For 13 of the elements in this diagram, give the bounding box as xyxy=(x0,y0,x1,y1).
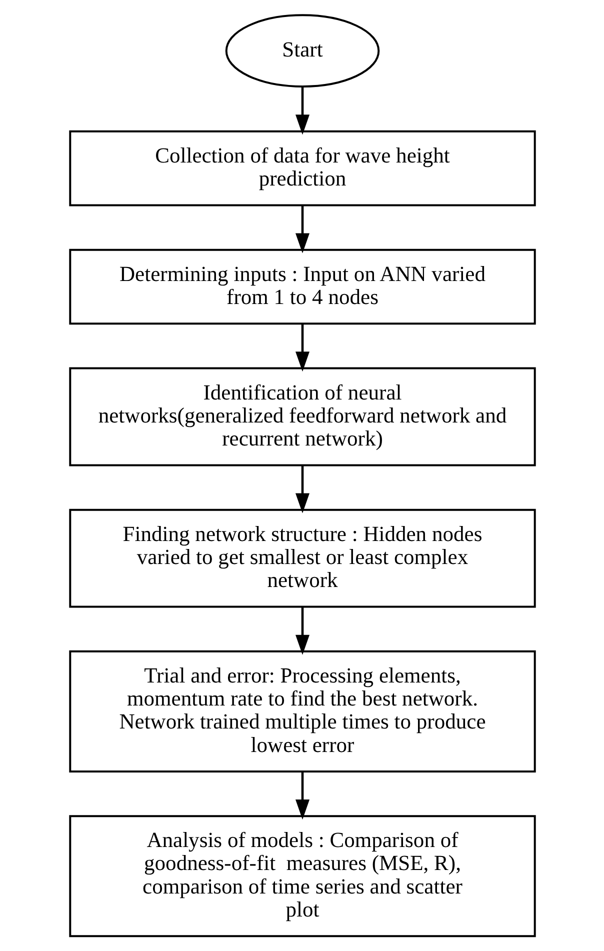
node-box: Finding network structure : Hidden nodes varied to get smallest or least complex network xyxy=(68,508,536,608)
arrow xyxy=(294,324,310,372)
arrow xyxy=(294,466,310,514)
node-box: Identification of neural networks(generalized feedforward network and recurrent network) xyxy=(68,367,536,466)
node-box: Collection of data for wave height prediction xyxy=(68,130,536,206)
arrow xyxy=(294,772,310,820)
arrow xyxy=(294,606,310,655)
node-ellipse: Start xyxy=(224,14,380,88)
arrow xyxy=(294,206,310,254)
arrow xyxy=(294,87,310,135)
node-box: Analysis of models : Comparison of goodness-of-fit measures (MSE, R), comparison of time series and scatter plot xyxy=(68,815,536,938)
node-box: Trial and error: Processing elements, momentum rate to find the best network. Network trained multiple times to produce lowest error xyxy=(68,650,536,772)
node-box: Determining inputs : Input on ANN varied from 1 to 4 nodes xyxy=(68,248,536,325)
